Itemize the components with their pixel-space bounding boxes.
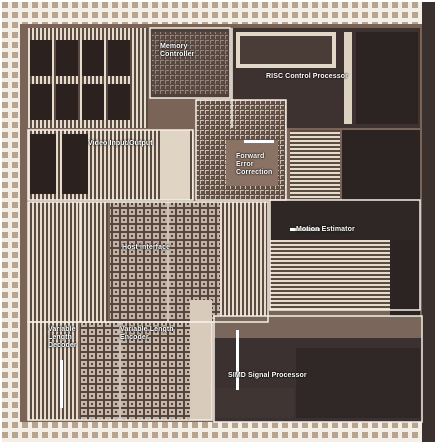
variable-length-encoder-label: Variable Length Encoder	[120, 326, 174, 342]
variable-length-decoder-label: Variable Length Decoder	[48, 326, 77, 350]
simd-signal-processor-label: SIMD Signal Processor	[228, 372, 307, 380]
forward-error-correction-label: Forward Error Correction	[236, 153, 272, 177]
memory-controller-label: Memory Controller	[160, 43, 194, 59]
motion-estimator-label: Motion Estimator	[296, 226, 355, 234]
host-interface-label: Host interface	[122, 244, 170, 252]
video-input-output-label: Video Input/Output	[88, 140, 153, 148]
risc-control-processor-label: RISC Control Processor	[266, 73, 348, 81]
